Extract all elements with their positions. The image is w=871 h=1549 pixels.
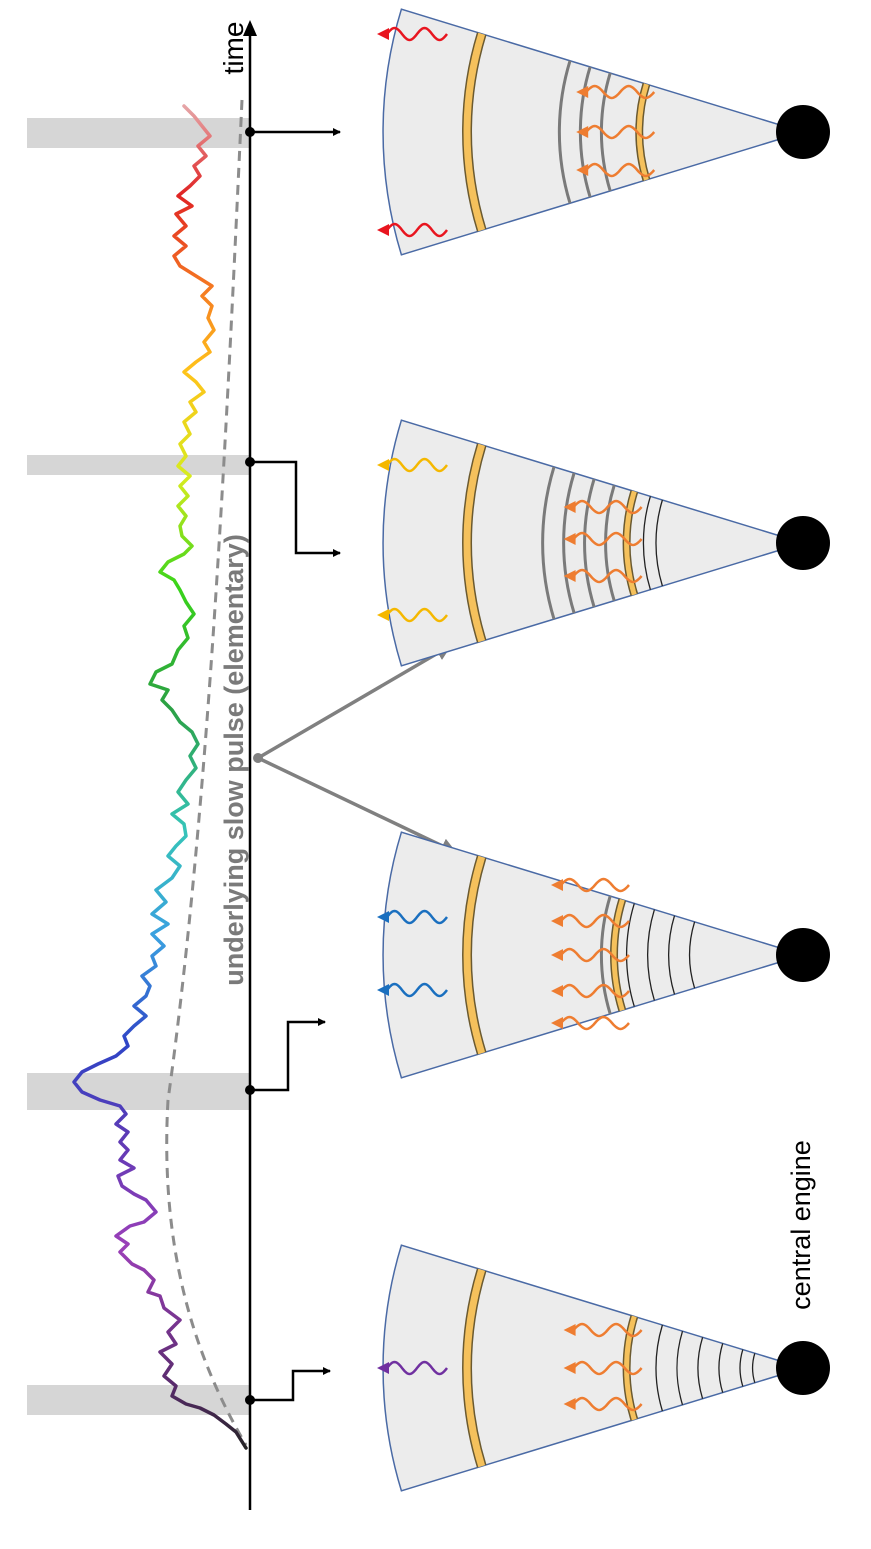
emitted-photon — [572, 531, 643, 547]
emitted-photon-arrowhead — [551, 949, 563, 961]
outer-shell — [463, 443, 486, 643]
emitted-photon — [560, 983, 630, 999]
emitted-photon — [572, 499, 643, 515]
emitted-photon — [560, 913, 630, 929]
emitted-photon-arrowhead — [563, 570, 576, 582]
emitted-photon — [572, 568, 643, 584]
highlight-bands — [27, 118, 250, 1415]
inner-ring — [751, 1353, 756, 1383]
connector-arrow-3 — [250, 1018, 326, 1092]
escaping-photon-arrowhead — [377, 609, 389, 621]
emitted-photon — [585, 124, 656, 140]
inner-ring — [718, 1343, 724, 1393]
emitted-photon-arrowhead — [551, 879, 563, 891]
emitted-photon-arrowhead — [551, 985, 563, 997]
emitted-photon-arrowhead — [563, 1362, 576, 1374]
gray-shell — [583, 478, 596, 608]
escaping-photon-arrowhead — [377, 224, 389, 236]
inner-ring — [625, 903, 635, 1007]
emitted-photon-arrowhead — [563, 533, 576, 545]
emitted-photon — [572, 1396, 643, 1412]
inner-ring — [655, 499, 664, 587]
escaping-photon-arrowhead — [377, 911, 389, 923]
pointer-arrow-down — [257, 756, 457, 854]
light-curve — [72, 104, 248, 1450]
time-axis — [243, 20, 257, 1510]
escaping-photon — [386, 607, 448, 623]
emitted-photon — [572, 1360, 643, 1376]
central-engine-circle — [776, 516, 830, 570]
emitted-photon-arrowhead — [563, 1398, 576, 1410]
outer-shell — [463, 32, 486, 232]
highlight-band-2 — [27, 455, 250, 475]
jet-cone-1 — [377, 8, 830, 256]
inner-shell — [624, 490, 637, 596]
cone-body — [382, 831, 806, 1079]
slow-pulse-label: underlying slow pulse (elementary) — [219, 534, 249, 986]
time-axis-label: time — [218, 22, 249, 75]
pointer-arrow-up — [257, 644, 452, 760]
inner-ring — [642, 496, 652, 590]
outer-shell — [463, 855, 486, 1055]
escaping-photon — [386, 1360, 448, 1376]
inner-ring — [697, 1337, 704, 1399]
slow-pulse-curve — [165, 99, 248, 1446]
central-engine-label: central engine — [786, 1140, 816, 1310]
emitted-photon-arrowhead — [563, 1324, 576, 1336]
connector-arrow-4 — [250, 1367, 331, 1402]
inner-ring — [647, 909, 656, 1001]
emitted-photon-arrowhead — [551, 915, 563, 927]
cone-body — [382, 8, 806, 256]
highlight-band-4 — [27, 1385, 250, 1415]
inner-shell — [611, 898, 625, 1012]
emitted-photon — [572, 1322, 643, 1338]
escaping-photon-arrowhead — [377, 1362, 389, 1374]
gray-shell — [557, 60, 572, 204]
gray-shell — [599, 72, 612, 192]
highlight-band-3 — [27, 1073, 250, 1110]
emitted-photon-arrowhead — [576, 164, 589, 176]
emitted-photon — [560, 877, 630, 893]
jet-cone-4 — [377, 1244, 830, 1492]
escaping-photon-arrowhead — [377, 459, 389, 471]
inner-ring — [676, 1331, 684, 1405]
central-engine-circle — [776, 1341, 830, 1395]
escaping-photon — [386, 982, 448, 998]
emitted-photon-arrowhead — [551, 1017, 563, 1029]
timeline-connectors — [245, 127, 341, 1405]
escaping-photon — [386, 457, 448, 473]
escaping-photon — [386, 26, 448, 42]
inner-ring — [688, 921, 696, 989]
emitted-photon — [560, 1015, 630, 1031]
jet-cone-2 — [377, 419, 830, 667]
emitted-photon-arrowhead — [563, 501, 576, 513]
connector-arrow-2 — [250, 460, 341, 557]
escaping-photon-arrowhead — [377, 984, 389, 996]
outer-shell — [463, 1268, 486, 1468]
emitted-photon — [585, 162, 656, 178]
slow-pulse-pointers — [253, 644, 457, 854]
emitted-photon — [560, 947, 630, 963]
gray-shell — [562, 472, 576, 614]
inner-ring — [668, 915, 676, 995]
jet-cones — [377, 8, 830, 1492]
escaping-photon — [386, 222, 448, 238]
escaping-photon-arrowhead — [377, 28, 389, 40]
gray-shell — [541, 466, 556, 620]
central-engine-circle — [776, 928, 830, 982]
central-engine-circle — [776, 105, 830, 159]
emitted-photon-arrowhead — [576, 86, 589, 98]
emitted-photon — [585, 84, 656, 100]
inner-ring — [739, 1349, 744, 1387]
inner-ring — [655, 1324, 664, 1412]
gray-shell — [604, 484, 616, 602]
time-axis-arrowhead — [243, 20, 257, 36]
escaping-photon — [386, 909, 448, 925]
jet-cone-3 — [377, 831, 830, 1079]
inner-shell — [636, 83, 649, 181]
emitted-photon-arrowhead — [576, 126, 589, 138]
gray-shell — [599, 895, 612, 1015]
highlight-band-1 — [27, 118, 250, 148]
